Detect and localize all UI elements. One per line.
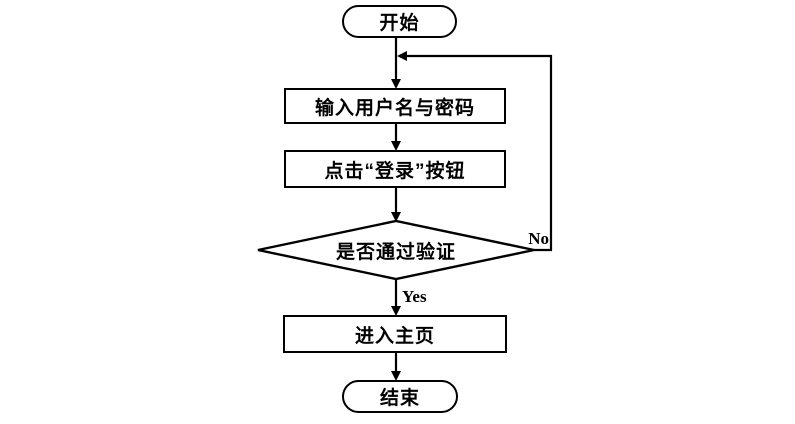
arrowhead-no-loop xyxy=(397,51,407,61)
arrowhead-into-input xyxy=(391,79,401,89)
arrowhead-into-click xyxy=(391,141,401,151)
node-click-login: 点击“登录”按钮 xyxy=(284,150,506,188)
node-click-login-label: 点击“登录”按钮 xyxy=(324,160,466,182)
node-enter-homepage: 进入主页 xyxy=(283,315,507,353)
node-start: 开始 xyxy=(342,5,457,38)
node-end-label: 结束 xyxy=(379,388,420,409)
node-end: 结束 xyxy=(342,380,458,413)
arrowhead-into-decision xyxy=(391,212,401,222)
arrowhead-into-end xyxy=(391,371,401,381)
edge-label-no: No xyxy=(528,229,549,248)
node-input-credentials-label: 输入用户名与密码 xyxy=(314,97,475,119)
edge-no-loop xyxy=(405,54,553,252)
node-decision-verify-label: 是否通过验证 xyxy=(335,241,456,263)
node-decision-verify: 是否通过验证 xyxy=(296,237,496,263)
node-start-label: 开始 xyxy=(379,13,420,34)
node-enter-homepage-label: 进入主页 xyxy=(354,325,435,347)
edge-label-yes: Yes xyxy=(402,287,427,306)
arrowhead-into-home xyxy=(391,306,401,316)
node-input-credentials: 输入用户名与密码 xyxy=(284,88,506,124)
